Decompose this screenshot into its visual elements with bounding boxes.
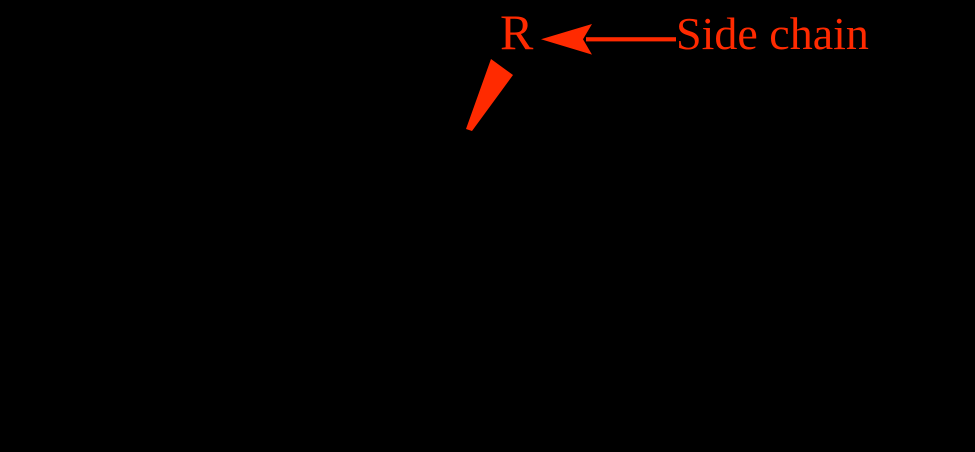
bold-wedge-bond-icon — [466, 59, 513, 131]
r-group-label: R — [500, 4, 534, 60]
arrow-shaft — [586, 37, 676, 42]
side-chain-callout-label: Side chain — [676, 8, 869, 59]
arrow-head-icon — [541, 24, 592, 55]
